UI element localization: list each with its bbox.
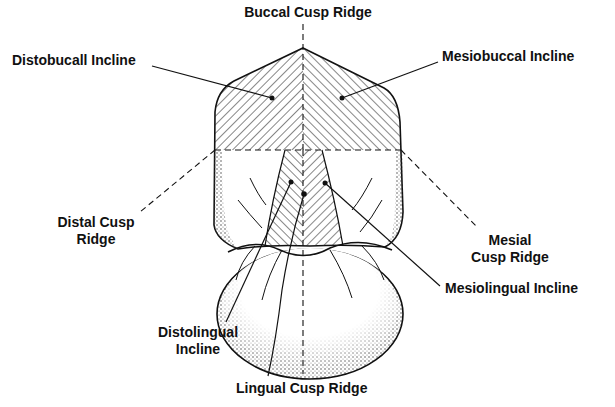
leader-line [325, 183, 440, 286]
crown-shade [385, 150, 403, 247]
mesiobuccal-incline-area [303, 48, 401, 150]
part-label: Mesial Cusp Ridge [470, 232, 550, 266]
cusp-ridge-line [215, 149, 401, 150]
distal-ridge-line [140, 150, 215, 212]
part-label: Mesiobuccal Incline [442, 48, 574, 65]
leader-dots [270, 96, 345, 197]
mesial-ridge-line [401, 150, 478, 228]
mesiolingual-incline-area [303, 150, 343, 246]
leader-line [152, 66, 272, 98]
part-label: Distolingual Incline [148, 324, 248, 358]
lingual-lobe [217, 249, 403, 379]
lingual-lobe-face [222, 248, 398, 368]
part-label: Distobucall Incline [12, 52, 136, 69]
leader-line [226, 182, 291, 322]
supplemental-groove [236, 178, 384, 300]
crown-shade [214, 150, 238, 249]
part-label: Lingual Cusp Ridge [236, 380, 367, 397]
part-label: Mesiolingual Incline [445, 280, 578, 297]
part-label: Buccal Cusp Ridge [243, 4, 373, 21]
leader-line [268, 194, 304, 376]
ridge-outline [265, 150, 343, 246]
distobuccal-incline-area [215, 48, 303, 150]
leader-line [342, 62, 438, 98]
part-label: Distal Cusp Ridge [48, 214, 144, 248]
buccal-crown [214, 48, 403, 249]
